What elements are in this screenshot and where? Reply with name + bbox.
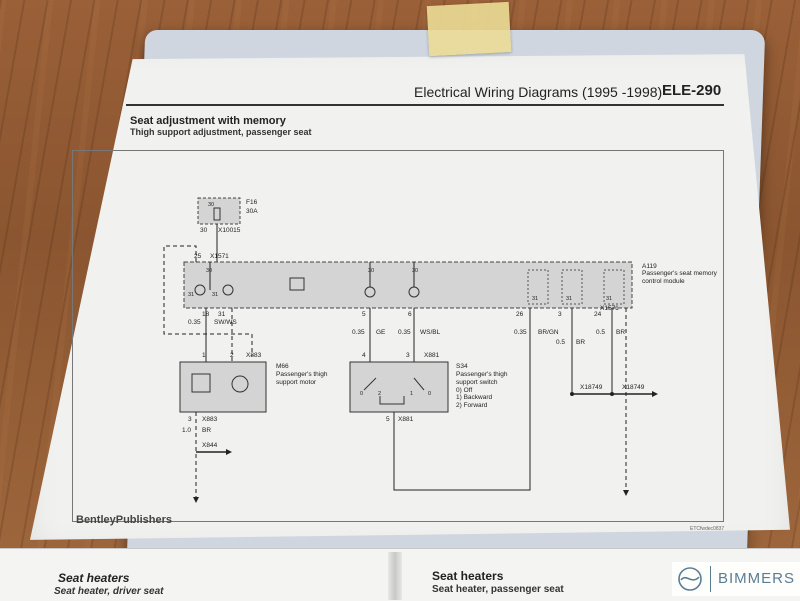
next-page <box>0 548 800 601</box>
fuse-symbol <box>213 207 221 221</box>
module-pin-bottom-3: 5 <box>362 311 366 318</box>
watermark-logo-icon <box>678 567 702 591</box>
next-right-subtitle: Seat heater, passenger seat <box>432 584 564 595</box>
wire-6-gauge: 0.5 <box>596 329 605 336</box>
wire-4-gauge: 0.35 <box>514 329 527 336</box>
module-pin-bottom-7: 24 <box>594 311 602 318</box>
page-header-code: ELE-290 <box>662 82 722 99</box>
switch-connector-bottom: X881 <box>398 416 414 423</box>
module-pin-right-3: 31 <box>606 296 612 302</box>
motor-pin-bottom: 3 <box>188 416 192 423</box>
wire-2-gauge: 0.35 <box>352 329 365 336</box>
switch-position-off: 0) Off <box>456 386 473 394</box>
module-pin-top-2: 30 <box>368 268 374 274</box>
motor-sensor-icon <box>191 373 211 393</box>
footer-code: ETCfwdec0837 <box>690 526 725 532</box>
wire-1-gauge: 0.35 <box>188 319 201 326</box>
switch-name: Passenger's thigh support switch 0) Off … <box>456 371 530 410</box>
wire-5-gauge: 0.5 <box>556 339 565 346</box>
switch-contact-3: 1 <box>410 391 413 397</box>
motor-icon <box>231 375 249 393</box>
module-pin-top-3: 30 <box>412 268 418 274</box>
switch-pin-2: 3 <box>406 352 410 359</box>
motor-ground-gauge: 1.0 <box>182 427 191 434</box>
watermark-text: BIMMERS <box>718 570 796 587</box>
wire-1-color: SW/WS <box>214 319 237 326</box>
switch-contact-2: 2 <box>378 391 381 397</box>
module-pin-bottom-6: 3 <box>558 311 562 318</box>
section-subtitle: Thigh support adjustment, passenger seat <box>130 127 312 137</box>
switch-pin-1: 4 <box>362 352 366 359</box>
fuse-rating: 30A <box>246 208 258 215</box>
motor-pin-1: 1 <box>202 352 206 359</box>
switch-connector: X881 <box>424 352 440 359</box>
wire-5-color: BR <box>576 339 585 346</box>
module-pin-bottom-4: 6 <box>408 311 412 318</box>
motor-id: M66 <box>276 363 289 370</box>
module-pin-left-2: 31 <box>212 292 218 298</box>
module-pin-right-2: 31 <box>566 296 572 302</box>
module-pin-top: 25 <box>194 253 202 260</box>
footer-publisher: BentleyPublishers <box>76 514 172 526</box>
header-rule <box>126 104 724 106</box>
next-left-subtitle: Seat heater, driver seat <box>54 586 164 597</box>
switch-name-text: Passenger's thigh support switch <box>456 371 508 386</box>
watermark-divider <box>710 566 711 592</box>
module-connector-right: X1571 <box>600 305 619 312</box>
wire-3-gauge: 0.35 <box>398 329 411 336</box>
fuse-connector: X10015 <box>218 227 241 234</box>
switch-contact-1: 0 <box>360 391 363 397</box>
switch-position-forward: 2) Forward <box>456 402 488 410</box>
motor-name: Passenger's thigh support motor <box>276 371 328 386</box>
module-pin-left-1: 31 <box>188 292 194 298</box>
switch-pin-bottom: 5 <box>386 416 390 423</box>
motor-connector: X883 <box>246 352 262 359</box>
diagram-frame <box>72 150 724 522</box>
fuse-pin: 30 <box>200 227 208 234</box>
switch-position-backward: 1) Backward <box>456 394 493 402</box>
page-header-title: Electrical Wiring Diagrams (1995 -1998) <box>414 84 663 100</box>
module-id: A119 <box>642 263 657 270</box>
next-right-title: Seat heaters <box>432 569 504 583</box>
switch-contact-4: 0 <box>428 391 431 397</box>
module-pin-top-1: 30 <box>206 268 212 274</box>
wire-4-color: BR/GN <box>538 329 559 336</box>
switch-id: S34 <box>456 363 468 370</box>
module-logic-icon <box>289 277 305 291</box>
splice-1: X18749 <box>580 384 603 391</box>
fuse-value: 30 <box>208 202 214 208</box>
fuse-label: F16 <box>246 199 258 206</box>
module-pin-bottom-2: 31 <box>218 311 226 318</box>
motor-ground-color: BR <box>202 427 211 434</box>
memory-control-module <box>183 261 633 309</box>
watermark-box <box>672 562 800 596</box>
page-fold <box>388 552 402 600</box>
module-pin-bottom-5: 26 <box>516 311 524 318</box>
module-connector-top: X1571 <box>210 253 229 260</box>
thigh-support-motor <box>179 361 267 413</box>
wire-2-color: GE <box>376 329 386 336</box>
module-name: Passenger's seat memory control module <box>642 270 717 285</box>
section-title: Seat adjustment with memory <box>130 115 286 127</box>
motor-pin-2: 2 <box>230 352 234 359</box>
module-pin-right-1: 31 <box>532 296 538 302</box>
wire-3-color: WS/BL <box>420 329 441 336</box>
next-left-title: Seat heaters <box>58 571 130 585</box>
wire-6-color: BR <box>616 329 625 336</box>
splice-2: X18749 <box>622 384 645 391</box>
motor-ground-connector: X844 <box>202 442 218 449</box>
motor-connector-bottom: X883 <box>202 416 218 423</box>
